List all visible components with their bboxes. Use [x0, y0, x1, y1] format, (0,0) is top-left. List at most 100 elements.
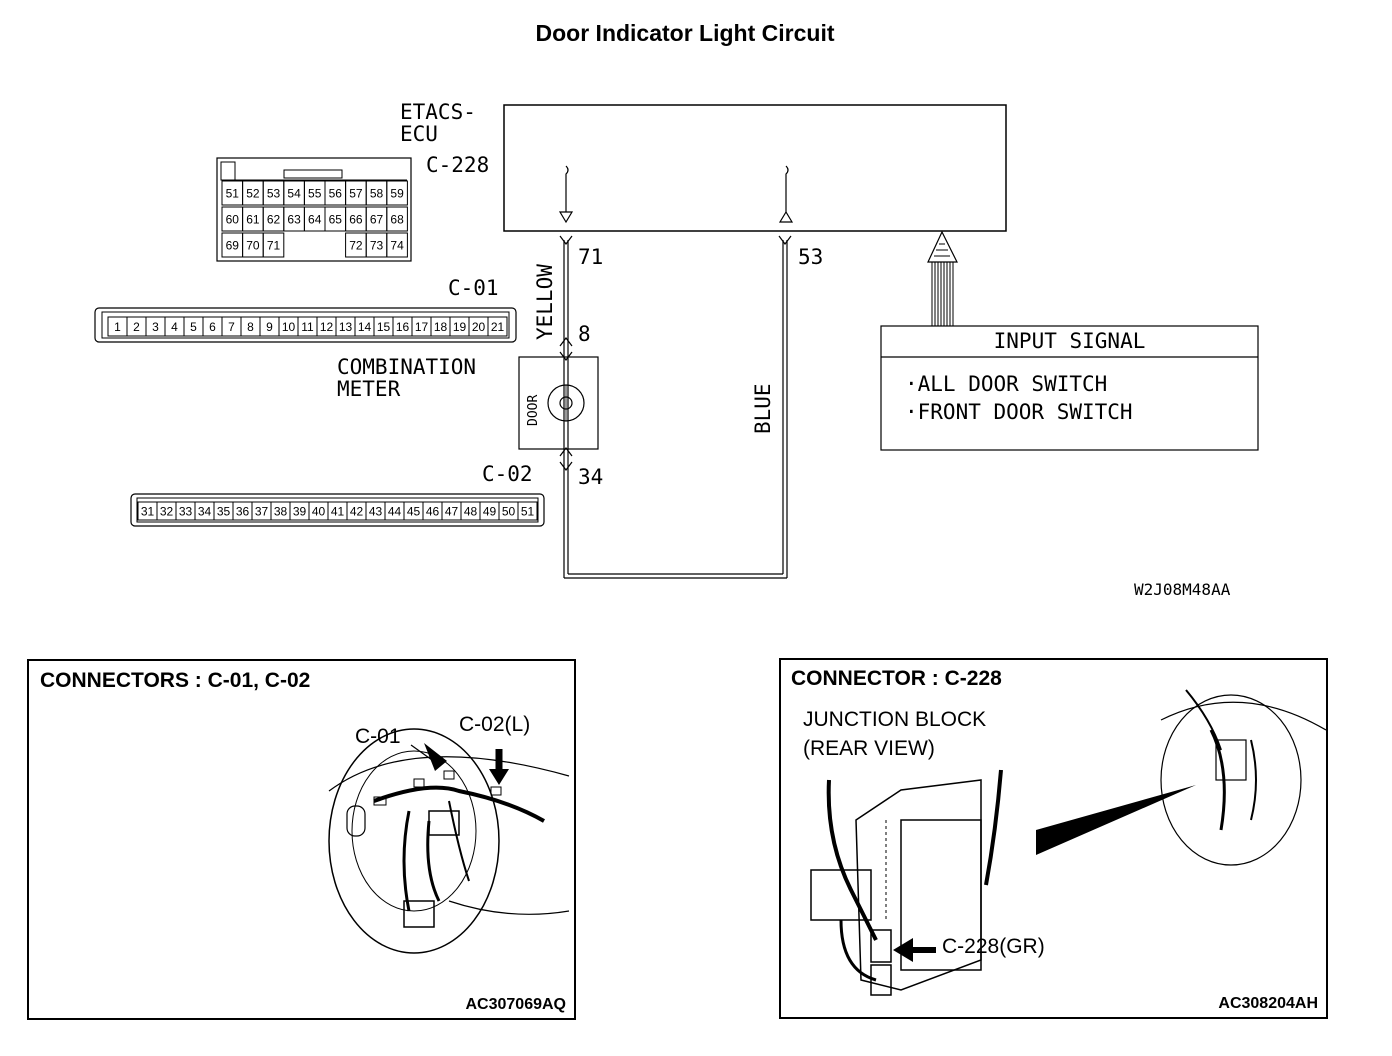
- connector-pin-label: 17: [415, 320, 429, 334]
- combination-meter-label: COMBINATION METER: [337, 356, 476, 400]
- connector-pin-label: 60: [226, 213, 240, 227]
- c01-callout-arrow: [424, 743, 447, 771]
- panel-left-code: AC307069AQ: [465, 996, 567, 1013]
- connector-pin-label: 55: [308, 187, 322, 201]
- ecu-box: [503, 104, 1007, 232]
- pin-71-label: 71: [578, 245, 604, 269]
- junction-block-label: JUNCTION BLOCK (REAR VIEW): [803, 705, 986, 763]
- ecu-label: ETACS- ECU: [400, 101, 476, 145]
- connector-pin-label: 4: [171, 320, 178, 334]
- meter-line2: METER: [337, 377, 401, 401]
- connector-pin-label: 38: [274, 505, 288, 519]
- connector-pin-label: 59: [390, 187, 404, 201]
- ecu-name-line1: ETACS-: [400, 100, 476, 124]
- connector-pin-label: 40: [312, 505, 326, 519]
- connector-pin-label: 31: [141, 505, 155, 519]
- connector-pin-label: 62: [267, 213, 281, 227]
- connector-pin-label: 71: [267, 239, 281, 253]
- junction-block-line1: JUNCTION BLOCK: [803, 708, 987, 731]
- door-lamp-label: DOOR: [526, 394, 541, 426]
- connector-pin-label: 63: [287, 213, 301, 227]
- connector-pin-label: 19: [453, 320, 467, 334]
- input-signal-box: [880, 325, 1259, 451]
- connector-pin-label: 39: [293, 505, 307, 519]
- pin-8-label: 8: [578, 322, 591, 346]
- connector-pin: [487, 316, 508, 337]
- connector-panel-c01-c02: CONNECTORS : C-01, C-02 C-01 C-02(L) AC3…: [27, 659, 576, 1020]
- connector-pin-label: 5: [190, 320, 197, 334]
- connector-pin: [517, 501, 538, 521]
- connector-pin-label: 47: [445, 505, 459, 519]
- callout-c228: C-228(GR): [942, 935, 1045, 958]
- connector-pin-label: 35: [217, 505, 231, 519]
- connector-pin: [386, 180, 408, 206]
- c228-callout-arrow: [893, 938, 913, 962]
- c02-callout-arrow: [489, 769, 509, 785]
- pin-53-label: 53: [798, 245, 824, 269]
- input-signal-arrow: [931, 262, 954, 326]
- connector-pin-label: 10: [282, 320, 296, 334]
- connector-pin-label: 44: [388, 505, 402, 519]
- input-signal-header: INPUT SIGNAL: [993, 329, 1146, 353]
- c01-label: C-01: [448, 276, 499, 300]
- blue-wire-label: BLUE: [751, 383, 775, 434]
- input-signal-item-2: ·FRONT DOOR SWITCH: [905, 400, 1133, 424]
- meter-line1: COMBINATION: [337, 355, 477, 379]
- ecu-output-arrow: [565, 165, 569, 212]
- c02-label: C-02: [482, 462, 533, 486]
- pin-34-label: 34: [578, 465, 604, 489]
- connector-pin: [386, 232, 408, 258]
- connector-pin-label: 66: [349, 213, 363, 227]
- dashboard-illustration-left: [328, 728, 570, 954]
- connector-pin: [386, 206, 408, 232]
- connector-pin-label: 57: [349, 187, 363, 201]
- connector-pin-label: 18: [434, 320, 448, 334]
- connector-pin-label: 46: [426, 505, 440, 519]
- connector-panel-c228: CONNECTOR : C-228 JUNCTION BLOCK (REAR V…: [779, 658, 1328, 1019]
- connector-pin-label: 50: [502, 505, 516, 519]
- connector-pin-label: 34: [198, 505, 212, 519]
- connector-pin-label: 58: [370, 187, 384, 201]
- connector-pin-label: 54: [287, 187, 301, 201]
- connector-pin-label: 16: [396, 320, 410, 334]
- connector-pin-label: 70: [246, 239, 260, 253]
- connector-pin-label: 20: [472, 320, 486, 334]
- ecu-name-line2: ECU: [400, 122, 438, 146]
- panel-right-heading: CONNECTOR : C-228: [791, 667, 1002, 690]
- connector-pin-label: 12: [320, 320, 334, 334]
- connector-pin-label: 13: [339, 320, 353, 334]
- connector-pin-label: 7: [228, 320, 235, 334]
- connector-pin-label: 42: [350, 505, 364, 519]
- connector-pin-label: 52: [246, 187, 260, 201]
- c228-connector: [216, 157, 412, 262]
- c02-connector: [130, 493, 545, 527]
- connector-pin-label: 64: [308, 213, 322, 227]
- connector-pin-label: 37: [255, 505, 269, 519]
- connector-pin-label: 68: [390, 213, 404, 227]
- connector-pin-label: 69: [226, 239, 240, 253]
- c01-connector: [94, 307, 517, 343]
- yellow-wire-label: YELLOW: [533, 264, 557, 340]
- connector-pin-label: 43: [369, 505, 383, 519]
- callout-c01: C-01: [355, 725, 401, 748]
- figure-code: W2J08M48AA: [1134, 580, 1231, 599]
- connector-pin-label: 2: [133, 320, 140, 334]
- connector-pin-label: 36: [236, 505, 250, 519]
- c228-label: C-228: [426, 153, 490, 177]
- panel-right-code: AC308204AH: [1218, 995, 1318, 1012]
- connector-pin-label: 73: [370, 239, 384, 253]
- connector-pin-label: 61: [246, 213, 260, 227]
- connector-pin-label: 6: [209, 320, 216, 334]
- combination-meter-box: [518, 356, 599, 450]
- connector-pin-label: 32: [160, 505, 174, 519]
- connector-pin-label: 8: [247, 320, 254, 334]
- connector-pin-label: 53: [267, 187, 281, 201]
- junction-block-illustration: [810, 689, 1326, 996]
- connector-pin-label: 14: [358, 320, 372, 334]
- connector-pin-label: 65: [329, 213, 343, 227]
- connector-pin-label: 3: [152, 320, 159, 334]
- connector-pin-label: 48: [464, 505, 478, 519]
- connector-pin-label: 1: [114, 320, 121, 334]
- connector-pin-label: 41: [331, 505, 345, 519]
